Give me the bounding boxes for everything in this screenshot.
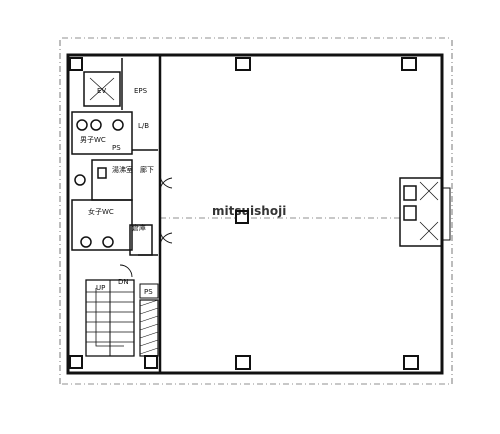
core-rooms [71, 111, 158, 256]
wc-female-label: 女子WC [88, 207, 114, 216]
ps-label: PS [112, 144, 121, 152]
column [69, 57, 83, 71]
stairway [85, 279, 135, 357]
hatched-shaft [139, 283, 159, 357]
column [401, 57, 417, 71]
column [235, 57, 251, 71]
east-core [399, 177, 451, 247]
column [235, 210, 249, 224]
lift-label: L/B [138, 122, 149, 130]
door-swings [119, 174, 173, 278]
column [235, 355, 251, 370]
dn-label: DN [118, 278, 129, 286]
column [144, 355, 158, 369]
eps-label: EPS [134, 87, 148, 95]
ev-label: EV [97, 87, 106, 95]
column [69, 355, 83, 369]
storage-label: 倉庫 [132, 223, 146, 232]
watermark: mitsuishoji [212, 204, 286, 218]
column [403, 355, 419, 370]
elevator-room [83, 58, 123, 110]
ps2-label: PS [144, 288, 153, 296]
wc-male-label: 男子WC [80, 136, 106, 144]
hall-label: 廊下 [140, 165, 154, 174]
grid-lines [59, 37, 453, 385]
up-label: UP [96, 284, 105, 292]
kitchen-label: 湯沸室 [112, 165, 133, 174]
